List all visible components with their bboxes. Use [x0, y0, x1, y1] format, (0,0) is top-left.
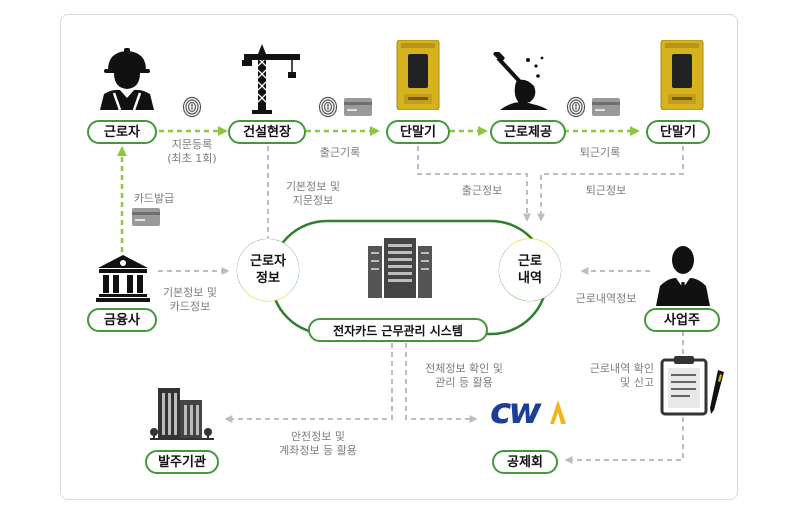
- fingerprint-register-label: 지문등록 (최초 1회): [167, 138, 217, 165]
- worker-helmet-icon: [100, 48, 154, 110]
- fingerprint-icon: [182, 96, 202, 118]
- employer-node: 사업주: [644, 308, 720, 332]
- check-report-label: 근로내역 확인 및 신고: [589, 362, 654, 389]
- basic-card-info-label: 기본정보 및 카드정보: [162, 286, 218, 313]
- work-history-line-1: 근로: [518, 254, 542, 269]
- work-provision-node: 근로제공: [490, 120, 566, 144]
- construction-site-node: 건설현장: [228, 120, 306, 144]
- businessman-icon: [656, 246, 710, 306]
- card-icon: [592, 98, 620, 116]
- bank-node: 금융사: [87, 308, 157, 332]
- mutual-aid-node: 공제회: [492, 450, 558, 474]
- terminal-node-2: 단말기: [646, 120, 710, 144]
- attendance-info-label: 출근정보: [461, 184, 503, 197]
- shovel-icon: [493, 52, 548, 110]
- server-icon: [368, 238, 432, 298]
- bank-icon: [96, 255, 150, 302]
- electronic-card-system-node: 전자카드 근무관리 시스템: [308, 318, 488, 342]
- client-agency-node: 발주기관: [145, 450, 219, 474]
- full-info-use-label: 전체정보 확인 및 관리 등 활용: [425, 362, 503, 389]
- worker-info-circle: 근로자 정보: [237, 239, 299, 301]
- worker-node: 근로자: [87, 120, 157, 144]
- terminal-icon: [396, 40, 440, 110]
- work-history-circle: 근로 내역: [499, 239, 561, 301]
- attendance-record-label: 출근기록: [319, 146, 361, 159]
- terminal-node-1: 단말기: [386, 120, 450, 144]
- terminal-icon: [660, 40, 704, 110]
- office-building-icon: [150, 388, 214, 440]
- work-history-info-label: 근로내역정보: [575, 292, 637, 305]
- gray-flow-arrows: [158, 146, 684, 464]
- cw-logo-mark: [550, 400, 566, 424]
- card-icon: [344, 98, 372, 116]
- clipboard-pen-icon: [660, 356, 724, 416]
- basic-fingerprint-info-label: 기본정보 및 지문정보: [285, 180, 341, 207]
- leave-info-label: 퇴근정보: [585, 184, 627, 197]
- cw-logo-text: cw: [490, 391, 542, 432]
- card-issue-label: 카드발급: [133, 192, 175, 205]
- leave-record-label: 퇴근기록: [579, 146, 621, 159]
- green-flow-arrows: [117, 126, 640, 252]
- work-history-line-2: 내역: [518, 271, 542, 286]
- card-icon: [132, 208, 160, 226]
- fingerprint-icon: [318, 96, 338, 118]
- worker-info-line-2: 정보: [256, 271, 280, 286]
- safety-account-use-label: 안전정보 및 계좌정보 등 활용: [279, 430, 357, 457]
- worker-info-line-1: 근로자: [250, 254, 286, 269]
- cw-logo-icon: cw: [490, 392, 574, 434]
- crane-icon: [242, 44, 300, 114]
- fingerprint-icon: [566, 96, 586, 118]
